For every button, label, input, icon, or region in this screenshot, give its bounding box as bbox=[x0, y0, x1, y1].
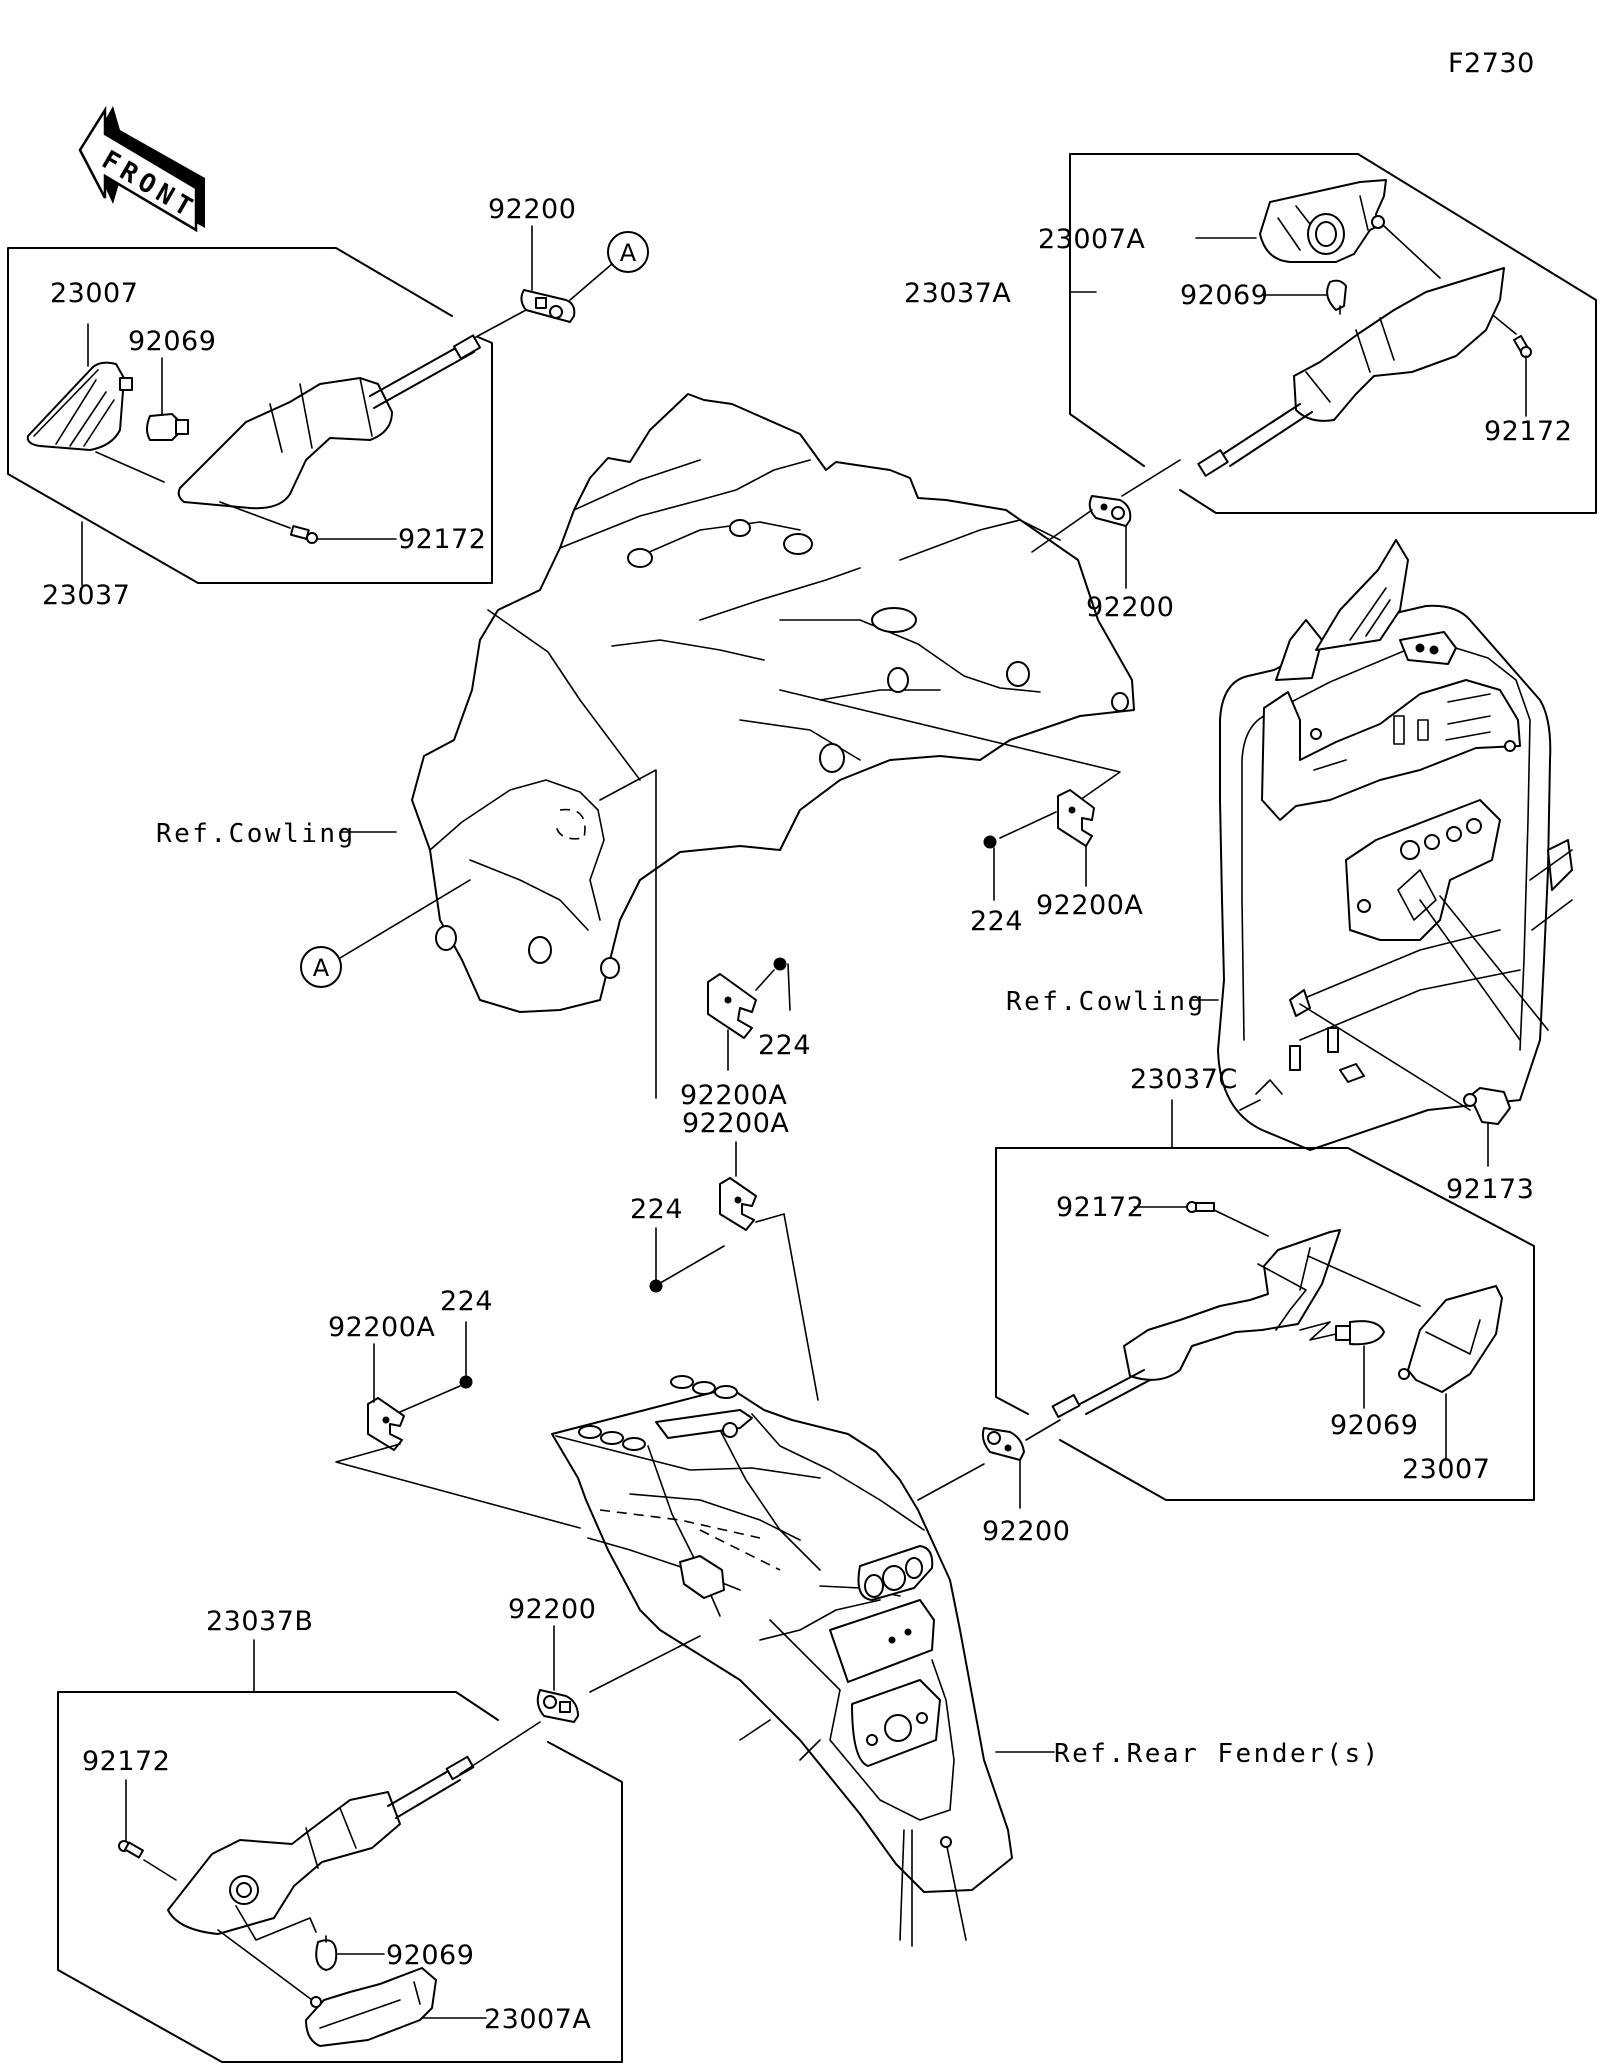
front-arrow-icon: F R O N T bbox=[78, 105, 205, 233]
callout-92200: 92200 bbox=[982, 1516, 1070, 1547]
callout-92069: 92069 bbox=[128, 326, 216, 357]
lens-icon bbox=[305, 1967, 437, 2047]
screw-icon bbox=[118, 1840, 144, 1859]
screw-icon bbox=[1186, 1201, 1215, 1213]
rear-right-grommet-group: 92200 bbox=[917, 1419, 1070, 1547]
callout-23037a: 23037A bbox=[904, 278, 1011, 309]
callout-92200a: 92200A bbox=[328, 1312, 435, 1343]
lens-icon bbox=[1398, 1285, 1503, 1393]
bracket-icon bbox=[719, 1177, 757, 1231]
bracket-icon bbox=[1057, 789, 1095, 847]
bulb-icon bbox=[1326, 279, 1347, 315]
callout-23007a: 23007A bbox=[1038, 224, 1145, 255]
cowl-right-bracket-group: 224 92200A bbox=[970, 789, 1143, 937]
ref-cowling-frame: Ref.Cowling bbox=[1006, 987, 1206, 1017]
connector-marker-a-lower: A bbox=[300, 879, 471, 988]
connector-marker-a-label: A bbox=[620, 239, 637, 267]
front-left-turn-signal-group: 23007 92069 92172 23037 bbox=[7, 247, 493, 611]
rear-fender-illustration bbox=[551, 1375, 1013, 1947]
callout-92173: 92173 bbox=[1446, 1174, 1534, 1205]
rear-left-turn-signal-group: 23037B 92172 92069 bbox=[57, 1606, 623, 2063]
cowling-frame-illustration bbox=[1217, 539, 1573, 1151]
rear-left-grommet-group: 92200 bbox=[508, 1594, 701, 1723]
front-cowling-illustration bbox=[411, 393, 1135, 1099]
callout-23007: 23007 bbox=[1402, 1454, 1490, 1485]
callout-92172: 92172 bbox=[398, 524, 486, 555]
callout-23007a: 23007A bbox=[484, 2004, 591, 2035]
front-right-turn-signal-group: 23007A 92069 23037A 92172 bbox=[904, 153, 1597, 514]
lens-icon bbox=[1259, 179, 1387, 263]
fender-left-bracket-group: 92200A 224 bbox=[328, 1286, 581, 1529]
grommet-icon bbox=[520, 289, 576, 323]
bulb-icon bbox=[146, 413, 189, 441]
callout-224: 224 bbox=[440, 1286, 493, 1317]
callout-224: 224 bbox=[970, 906, 1023, 937]
callout-92200: 92200 bbox=[1086, 592, 1174, 623]
cowl-center-bracket-group: 224 92200A bbox=[680, 957, 811, 1111]
callout-23037b: 23037B bbox=[206, 1606, 313, 1637]
callout-92069: 92069 bbox=[1330, 1410, 1418, 1441]
callout-224: 224 bbox=[758, 1030, 811, 1061]
connector-marker-a bbox=[607, 231, 649, 273]
callout-92200: 92200 bbox=[488, 194, 576, 225]
callout-92172: 92172 bbox=[1484, 416, 1572, 447]
rear-right-turn-signal-group: 23037C 92172 92069 bbox=[995, 1064, 1535, 1501]
clip-icon bbox=[1469, 1087, 1511, 1125]
lens-icon bbox=[26, 361, 133, 451]
figure-id: F2730 bbox=[1448, 48, 1535, 79]
callout-92200: 92200 bbox=[508, 1594, 596, 1625]
turn-signal-housing-icon bbox=[177, 334, 482, 510]
callout-92069: 92069 bbox=[1180, 280, 1268, 311]
grommet-icon bbox=[536, 1689, 579, 1723]
bulb-icon bbox=[1335, 1320, 1385, 1346]
turn-signal-housing-icon bbox=[167, 1721, 541, 1935]
turn-signal-housing-icon bbox=[1051, 1229, 1341, 1418]
clip-group: 92173 bbox=[1446, 1087, 1534, 1205]
callout-92200a: 92200A bbox=[1036, 890, 1143, 921]
ref-cowling-front: Ref.Cowling bbox=[156, 819, 356, 849]
grommet-icon bbox=[981, 1427, 1025, 1461]
callout-92200a: 92200A bbox=[680, 1080, 787, 1111]
callout-92200a: 92200A bbox=[682, 1108, 789, 1139]
fender-top-bracket-group: 92200A 224 bbox=[630, 1108, 819, 1401]
bracket-icon bbox=[367, 1397, 405, 1451]
screw-icon bbox=[289, 525, 318, 544]
callout-224: 224 bbox=[630, 1194, 683, 1225]
turn-signal-housing-icon bbox=[1197, 267, 1505, 477]
svg-text:A: A bbox=[313, 954, 330, 982]
callout-23037c: 23037C bbox=[1130, 1064, 1238, 1095]
front-right-grommet-group: 92200 bbox=[1031, 459, 1181, 623]
callout-23037: 23037 bbox=[42, 580, 130, 611]
bulb-icon bbox=[315, 1935, 338, 1971]
bracket-icon bbox=[707, 973, 757, 1039]
screw-icon bbox=[1513, 334, 1532, 358]
ref-rear-fender: Ref.Rear Fender(s) bbox=[1054, 1739, 1381, 1769]
callout-23007: 23007 bbox=[50, 278, 138, 309]
front-left-grommet-group: 92200 A bbox=[475, 194, 649, 338]
callout-92069: 92069 bbox=[386, 1940, 474, 1971]
callout-92172: 92172 bbox=[82, 1746, 170, 1777]
callout-92172: 92172 bbox=[1056, 1192, 1144, 1223]
